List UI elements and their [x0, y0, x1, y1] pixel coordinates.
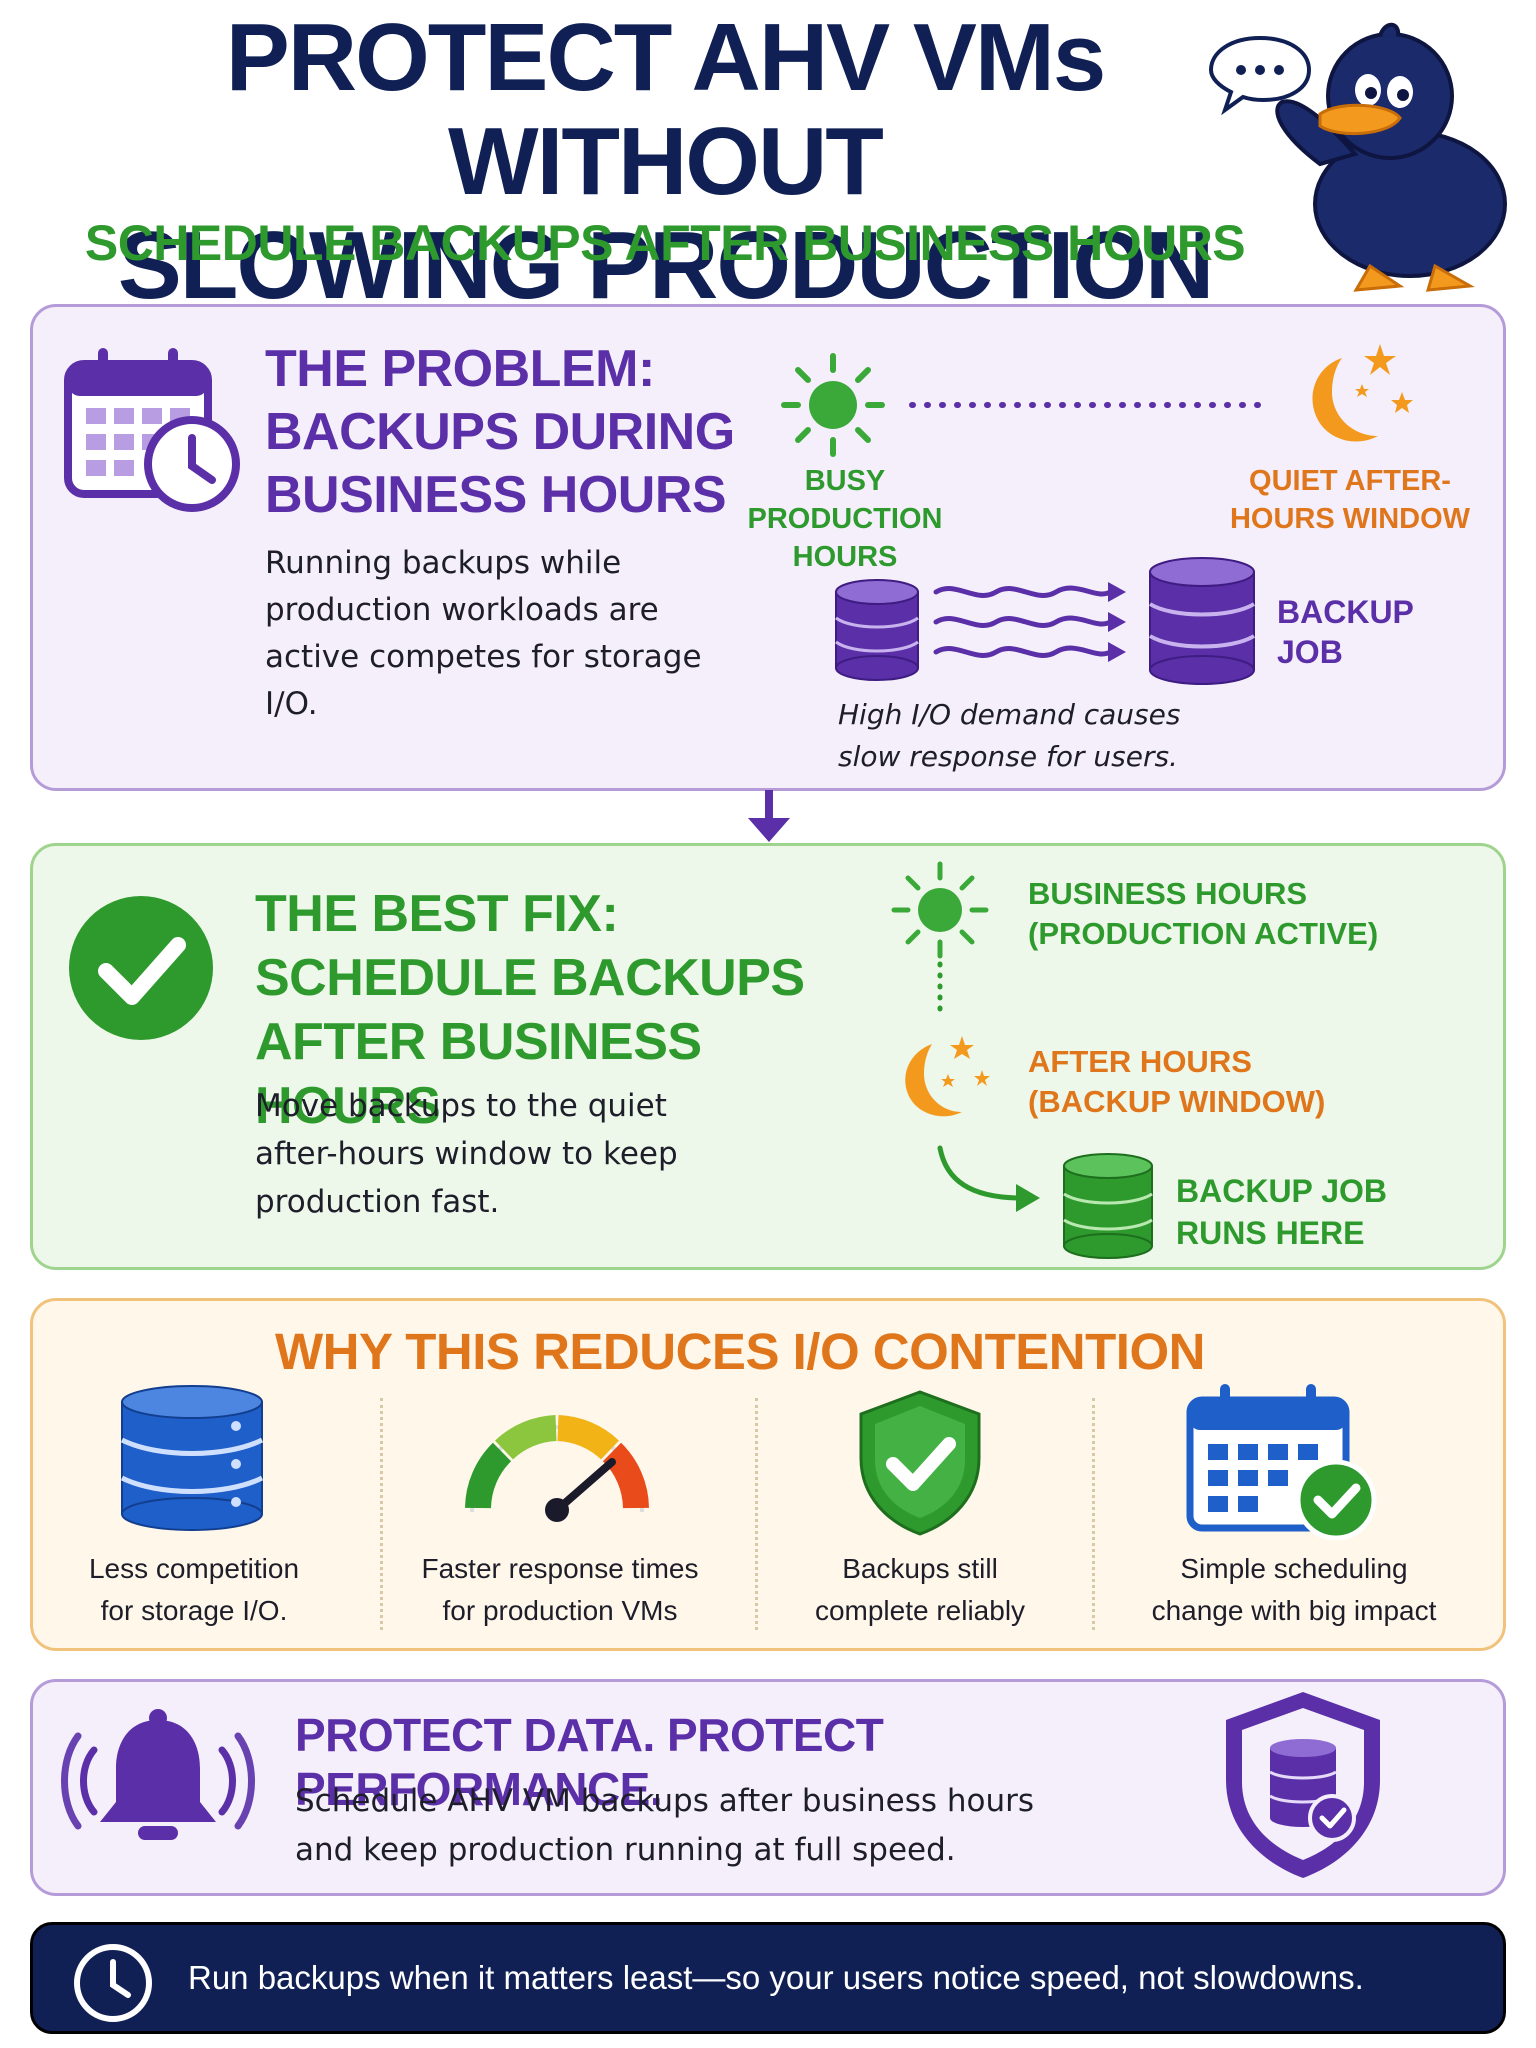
cta-body: Schedule AHV VM backups after business h… [295, 1777, 1095, 1875]
why-item-reliable-backups: Backups still complete reliably [750, 1548, 1090, 1632]
problem-panel [30, 304, 1506, 791]
caption-line-1: High I/O demand causes [838, 698, 1181, 731]
column-divider [380, 1398, 383, 1630]
check-circle-icon [69, 896, 213, 1040]
problem-body-line-2: production workloads are [265, 592, 659, 628]
moon-stars-icon [1312, 344, 1413, 442]
fix-body-line-2: after-hours window to keep [255, 1136, 678, 1172]
busy-label-line-1: BUSY PRODUCTION [747, 465, 943, 535]
runs-line-1: BACKUP JOB [1176, 1173, 1387, 1209]
problem-heading-line-2: BACKUPS DURING [265, 403, 735, 461]
curved-arrow-icon [937, 1145, 1040, 1212]
moon-stars-icon [905, 1036, 990, 1117]
busy-label-line-2: HOURS [792, 541, 898, 573]
speedometer-icon [465, 1415, 649, 1522]
bh-line-1: BUSINESS HOURS [1028, 876, 1308, 911]
fix-body: Move backups to the quiet after-hours wi… [255, 1082, 715, 1226]
bell-ringing-icon [61, 1709, 255, 1840]
fix-panel [30, 843, 1506, 1270]
quiet-label-line-2: HOURS WINDOW [1229, 503, 1471, 535]
backup-runs-here-label: BACKUP JOB RUNS HERE [1176, 1170, 1476, 1254]
arrow-down-icon [748, 790, 790, 842]
page-subtitle: SCHEDULE BACKUPS AFTER BUSINESS HOURS [84, 215, 1246, 271]
why-item-line-2: for production VMs [442, 1595, 678, 1626]
shield-database-icon [1226, 1692, 1380, 1878]
problem-heading-line-1: THE PROBLEM: [265, 340, 655, 398]
fix-heading: THE BEST FIX: SCHEDULE BACKUPS AFTER BUS… [255, 882, 815, 1138]
after-hours-label: AFTER HOURS (BACKUP WINDOW) [1028, 1042, 1428, 1122]
page-title: PROTECT AHV VMs WITHOUT SLOWING PRODUCTI… [40, 6, 1290, 318]
title-line-1: PROTECT AHV VMs WITHOUT [225, 4, 1107, 215]
problem-body-line-1: Running backups while [265, 545, 622, 581]
fix-heading-line-2: SCHEDULE BACKUPS [255, 949, 805, 1007]
busy-production-label: BUSY PRODUCTION HOURS [705, 462, 985, 576]
database-icon [1063, 1153, 1153, 1259]
quiet-window-label: QUIET AFTER- HOURS WINDOW [1225, 462, 1475, 538]
why-item-line-2: change with big impact [1151, 1595, 1437, 1626]
column-divider [755, 1398, 758, 1630]
database-icon [120, 1385, 264, 1531]
why-heading: WHY THIS REDUCES I/O CONTENTION [275, 1323, 1205, 1380]
ah-line-1: AFTER HOURS [1028, 1044, 1252, 1079]
why-item-line-1: Backups still [842, 1553, 998, 1584]
title-line-2: SLOWING PRODUCTION [117, 212, 1215, 319]
footer-tagline: Run backups when it matters least—so you… [188, 1959, 1364, 1996]
why-item-simple-scheduling: Simple scheduling change with big impact [1108, 1548, 1480, 1632]
backup-job-label: BACKUP JOB [1277, 592, 1437, 672]
why-item-line-1: Faster response times [421, 1553, 699, 1584]
runs-line-2: RUNS HERE [1176, 1215, 1365, 1251]
clock-icon [74, 1944, 152, 2022]
why-item-line-2: for storage I/O. [100, 1595, 288, 1626]
problem-body: Running backups while production workloa… [265, 540, 745, 728]
why-item-line-1: Less competition [88, 1553, 300, 1584]
problem-heading: THE PROBLEM: BACKUPS DURING BUSINESS HOU… [265, 338, 745, 527]
cta-body-line-1: Schedule AHV VM backups after business h… [295, 1783, 1035, 1819]
fix-heading-line-3: AFTER BUSINESS HOURS [255, 1013, 702, 1135]
sun-icon [891, 861, 989, 959]
backup-label-line-2: JOB [1277, 634, 1343, 670]
speech-bubble-icon [1208, 35, 1312, 116]
calendar-clock-icon [64, 348, 240, 512]
ah-line-2: (BACKUP WINDOW) [1028, 1084, 1326, 1119]
fix-body-line-3: production fast. [255, 1184, 500, 1220]
cta-body-line-2: and keep production running at full spee… [295, 1832, 956, 1868]
fix-body-line-1: Move backups to the quiet [255, 1088, 667, 1124]
why-item-line-1: Simple scheduling [1180, 1553, 1408, 1584]
backup-label-line-1: BACKUP [1277, 594, 1414, 630]
why-item-line-2: complete reliably [814, 1595, 1026, 1626]
timeline-vertical-dots [937, 961, 943, 1019]
why-item-less-competition: Less competition for storage I/O. [24, 1548, 364, 1632]
column-divider [1092, 1398, 1095, 1630]
quiet-label-line-1: QUIET AFTER- [1249, 465, 1451, 497]
duck-mascot-icon [1275, 22, 1507, 292]
business-hours-label: BUSINESS HOURS (PRODUCTION ACTIVE) [1028, 874, 1428, 954]
bh-line-2: (PRODUCTION ACTIVE) [1028, 916, 1379, 951]
fix-heading-line-1: THE BEST FIX: [255, 885, 619, 943]
why-item-faster-response: Faster response times for production VMs [390, 1548, 730, 1632]
caption-line-2: slow response for users. [838, 740, 1178, 773]
cta-heading: PROTECT DATA. PROTECT PERFORMANCE. [295, 1709, 884, 1815]
shield-check-icon [859, 1390, 981, 1536]
database-icon [835, 579, 919, 681]
io-demand-caption: High I/O demand causes slow response for… [838, 694, 1258, 778]
sun-icon [781, 353, 885, 457]
problem-heading-line-3: BUSINESS HOURS [265, 466, 727, 524]
io-waves-arrows [933, 582, 1126, 662]
timeline-dotted-line [909, 402, 1267, 408]
backup-database-icon [1148, 557, 1256, 685]
calendar-check-icon [1186, 1384, 1377, 1541]
problem-body-line-3: active competes for storage I/O. [265, 639, 702, 722]
footer-banner [30, 1922, 1506, 2034]
